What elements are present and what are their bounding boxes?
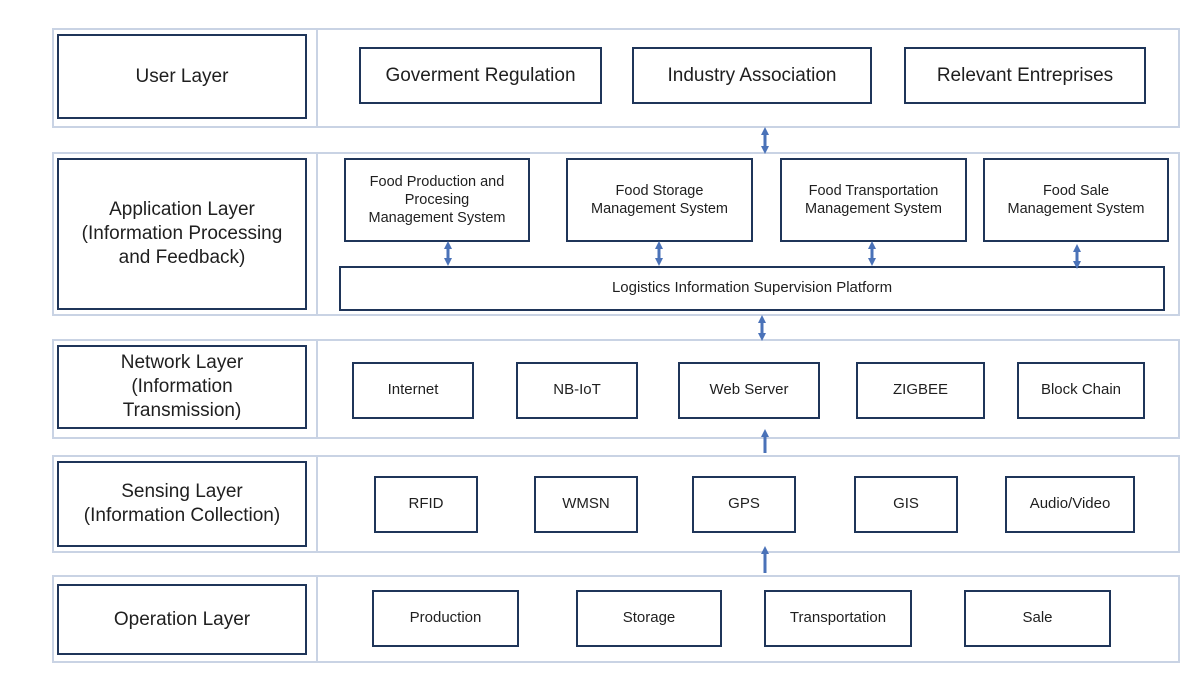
sensing-item-rfid: RFID (374, 476, 478, 533)
network-item-nb-iot: NB-IoT (516, 362, 638, 419)
user-item-goverment-regulation: Goverment Regulation (359, 47, 602, 104)
operation-item-transportation: Transportation (764, 590, 912, 647)
logistics-platform: Logistics Information Supervision Platfo… (339, 266, 1165, 311)
app-item-food-production: Food Production and Procesing Management… (344, 158, 530, 242)
sensing-item-gis: GIS (854, 476, 958, 533)
network-layer-label: Network Layer (Information Transmission) (57, 345, 307, 429)
operation-layer-label: Operation Layer (57, 584, 307, 655)
app-item-food-storage: Food Storage Management System (566, 158, 753, 242)
sensing-item-audio-video: Audio/Video (1005, 476, 1135, 533)
user-layer-label: User Layer (57, 34, 307, 119)
operation-item-production: Production (372, 590, 519, 647)
sensing-layer-divider (316, 457, 318, 551)
network-item-zigbee: ZIGBEE (856, 362, 985, 419)
application-layer-divider (316, 154, 318, 314)
app-item-food-sale: Food Sale Management System (983, 158, 1169, 242)
sensing-item-gps: GPS (692, 476, 796, 533)
sensing-item-wmsn: WMSN (534, 476, 638, 533)
network-layer-divider (316, 341, 318, 437)
operation-layer-divider (316, 577, 318, 661)
sensing-layer-label: Sensing Layer (Information Collection) (57, 461, 307, 547)
operation-item-sale: Sale (964, 590, 1111, 647)
network-item-internet: Internet (352, 362, 474, 419)
user-layer-divider (316, 30, 318, 126)
network-item-block-chain: Block Chain (1017, 362, 1145, 419)
user-item-industry-association: Industry Association (632, 47, 872, 104)
application-layer-label: Application Layer (Information Processin… (57, 158, 307, 310)
user-item-relevant-entreprises: Relevant Entreprises (904, 47, 1146, 104)
operation-item-storage: Storage (576, 590, 722, 647)
network-item-web-server: Web Server (678, 362, 820, 419)
